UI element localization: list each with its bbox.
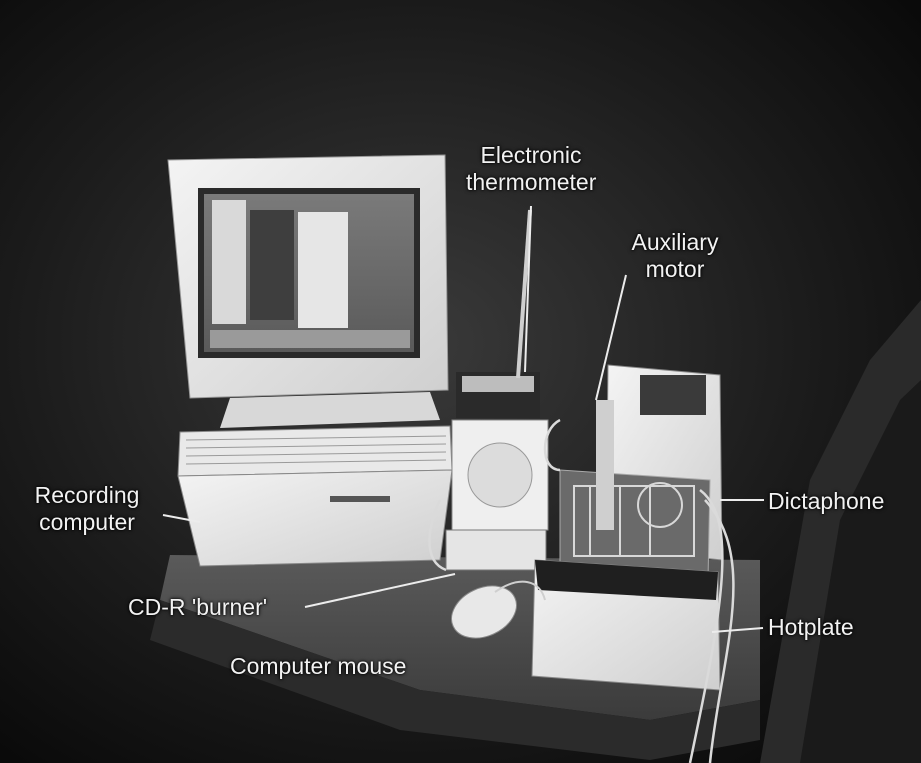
computer-mouse	[451, 585, 517, 639]
dictaphone-assembly	[559, 364, 723, 581]
crt-monitor	[167, 154, 449, 428]
label-auxiliary-motor: Auxiliary motor	[631, 229, 719, 282]
label-hotplate: Hotplate	[768, 614, 854, 640]
cd-burner	[445, 209, 549, 571]
recording-computer	[177, 425, 453, 567]
label-dictaphone: Dictaphone	[768, 488, 885, 514]
label-computer-mouse: Computer mouse	[230, 653, 407, 679]
label-recording-computer: Recording computer	[34, 482, 140, 535]
label-electronic-thermometer: Electronic thermometer	[466, 142, 597, 195]
label-cd-r-burner: CD-R 'burner'	[128, 594, 268, 620]
hotplate	[531, 559, 721, 691]
